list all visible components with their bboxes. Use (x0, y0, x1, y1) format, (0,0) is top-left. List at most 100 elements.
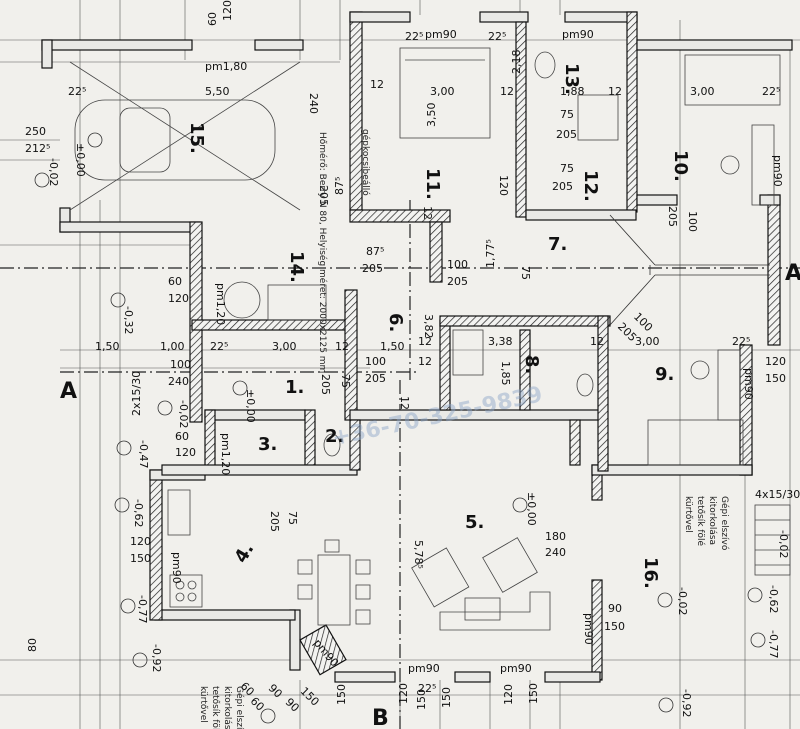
svg-text:22⁵: 22⁵ (762, 85, 780, 98)
svg-text:1,77⁵: 1,77⁵ (484, 239, 497, 268)
svg-text:3,00: 3,00 (690, 85, 715, 98)
svg-text:120: 120 (397, 683, 410, 704)
svg-text:22⁵: 22⁵ (418, 682, 436, 695)
svg-text:150: 150 (440, 687, 453, 708)
level-m092r: -0,92 (680, 689, 693, 717)
svg-text:12: 12 (370, 78, 384, 91)
level-m002d: -0,02 (777, 530, 790, 558)
coffee-table-icon (464, 597, 501, 621)
svg-text:75: 75 (560, 108, 574, 121)
svg-text:150: 150 (527, 683, 540, 704)
kitchen-sink-icon (167, 489, 191, 536)
svg-text:3,00: 3,00 (430, 85, 455, 98)
toilet-icon-wc (323, 433, 341, 457)
svg-text:205: 205 (317, 185, 330, 206)
svg-text:4x15/30: 4x15/30 (755, 488, 800, 501)
svg-text:120: 120 (175, 446, 196, 459)
room-2-label: 2. (325, 426, 344, 447)
svg-text:87⁵: 87⁵ (333, 177, 346, 195)
svg-text:75: 75 (560, 162, 574, 175)
sink-icon (534, 51, 556, 79)
level-m092: -0,92 (150, 644, 163, 672)
svg-text:12: 12 (590, 335, 604, 348)
axis-lines (0, 200, 800, 729)
svg-text:2,18: 2,18 (510, 50, 523, 75)
bathtub-icon (452, 329, 484, 376)
svg-text:22⁵: 22⁵ (210, 340, 228, 353)
level-room5: ±0,00 (525, 492, 538, 526)
svg-text:12: 12 (398, 396, 411, 410)
svg-text:22⁵: 22⁵ (405, 30, 423, 43)
axis-label-b-bottom: B (372, 706, 389, 729)
svg-text:22⁵: 22⁵ (68, 85, 86, 98)
svg-text:205: 205 (556, 128, 577, 141)
svg-text:1,50: 1,50 (380, 340, 405, 353)
walls (41, 11, 793, 683)
stairs-icon (754, 504, 791, 576)
level-m002c: -0,02 (676, 587, 689, 615)
parapet-room14: pm1,20 (214, 283, 227, 325)
svg-text:3,50: 3,50 (425, 103, 438, 128)
hall-diagonals (609, 214, 770, 326)
svg-text:60: 60 (206, 12, 219, 26)
room-16-label: 16. (640, 557, 661, 589)
chair-icon-room9 (690, 360, 710, 380)
car-icon (69, 61, 301, 211)
room-15-label: 15. (186, 122, 207, 154)
axis-label-a-left: A (60, 379, 77, 404)
garage-equipment-note: Hőmérő: Berry N 80, Helyiség méret: 2000… (317, 132, 328, 373)
shower-icon (577, 94, 619, 141)
svg-text:120: 120 (130, 535, 151, 548)
svg-text:90: 90 (266, 682, 285, 701)
svg-text:212⁵: 212⁵ (25, 142, 50, 155)
svg-text:100: 100 (686, 211, 699, 232)
svg-text:100: 100 (365, 355, 386, 368)
room-9-label: 9. (655, 364, 674, 385)
svg-text:120: 120 (168, 292, 189, 305)
svg-text:1,00: 1,00 (160, 340, 185, 353)
svg-text:150: 150 (130, 552, 151, 565)
svg-text:2x15/30: 2x15/30 (130, 371, 143, 416)
parapet-room9: pm90 (742, 368, 755, 400)
level-m062r: -0,62 (767, 585, 780, 613)
axis-label-a-right: A (785, 261, 800, 286)
level-m062: -0,62 (132, 499, 145, 527)
svg-text:12: 12 (418, 355, 432, 368)
svg-text:75: 75 (519, 266, 532, 280)
svg-text:240: 240 (545, 546, 566, 559)
garage-tag: gépkocsibeálló (360, 129, 371, 196)
svg-text:150: 150 (765, 372, 786, 385)
svg-text:90: 90 (283, 696, 302, 715)
furniture (69, 47, 791, 631)
parapet-room16: pm90 (582, 613, 595, 645)
svg-text:205: 205 (666, 206, 679, 227)
exhaust-note-line4: kürtővel (683, 496, 693, 533)
room-13-label: 13. (561, 63, 582, 95)
svg-text:205: 205 (447, 275, 468, 288)
room-12-label: 12. (580, 170, 601, 202)
svg-text:100: 100 (170, 358, 191, 371)
svg-text:120: 120 (497, 175, 510, 196)
chair-icon-room10 (720, 155, 740, 175)
svg-text:75: 75 (339, 374, 352, 388)
svg-text:80: 80 (26, 638, 39, 652)
parapet-garage: pm1,80 (205, 60, 247, 73)
level-markers (34, 132, 766, 724)
svg-text:150: 150 (604, 620, 625, 633)
room-1-label: 1. (285, 377, 304, 398)
svg-text:1,85: 1,85 (499, 361, 512, 386)
svg-text:3,82: 3,82 (422, 314, 435, 339)
level-m077: -0,77 (136, 595, 149, 623)
svg-text:5,78⁵: 5,78⁵ (412, 540, 425, 569)
svg-text:3,38: 3,38 (488, 335, 513, 348)
parapet-kitchen: pm90 (170, 552, 183, 584)
bed-icon-room9 (647, 419, 744, 466)
exhaust-note2-line4: kürtővel (198, 686, 208, 723)
svg-text:22⁵: 22⁵ (732, 335, 750, 348)
sofa-icon (439, 591, 551, 631)
svg-text:87⁵: 87⁵ (366, 245, 384, 258)
exhaust-note2-line3: tetősík fölé (210, 686, 221, 729)
bed-icon (399, 47, 491, 139)
annotations: Hőmérő: Berry N 80, Helyiség méret: 2000… (198, 129, 730, 729)
